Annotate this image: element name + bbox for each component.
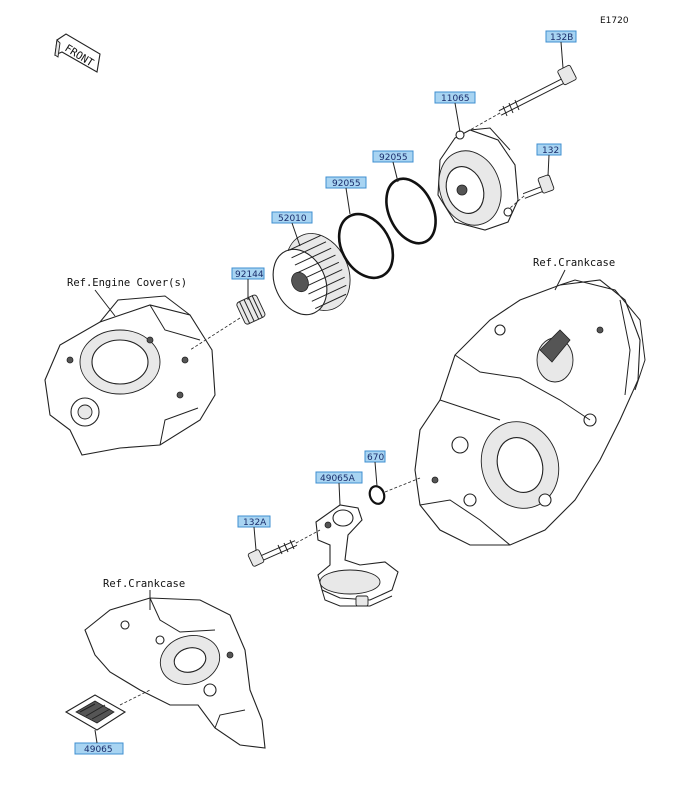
label-132b[interactable]: 132B bbox=[545, 30, 577, 43]
engine-cover-drawing bbox=[44, 295, 216, 456]
svg-text:49065A: 49065A bbox=[320, 474, 356, 484]
bolt-132b-drawing bbox=[498, 64, 577, 117]
label-92144[interactable]: 92144 bbox=[231, 267, 265, 280]
label-92055-outer[interactable]: 92055 bbox=[372, 150, 414, 163]
ref-crankcase-right: Ref.Crankcase bbox=[533, 257, 615, 269]
svg-text:52010: 52010 bbox=[278, 214, 307, 224]
oil-screen-drawing bbox=[64, 694, 127, 731]
svg-text:132B: 132B bbox=[550, 33, 573, 43]
label-670[interactable]: 670 bbox=[364, 450, 386, 463]
label-49065[interactable]: 49065 bbox=[74, 742, 124, 755]
spring-drawing bbox=[236, 294, 266, 325]
svg-text:92055: 92055 bbox=[379, 153, 408, 163]
oil-strainer-drawing bbox=[315, 504, 399, 607]
svg-text:92055: 92055 bbox=[332, 179, 361, 189]
crankcase-lower-drawing bbox=[84, 597, 266, 749]
oring-670-drawing bbox=[368, 485, 386, 505]
ref-engine-cover: Ref.Engine Cover(s) bbox=[67, 277, 187, 289]
bolt-132a-drawing bbox=[247, 539, 298, 567]
label-52010[interactable]: 52010 bbox=[271, 211, 313, 224]
bolt-132-drawing bbox=[522, 174, 555, 199]
label-132a[interactable]: 132A bbox=[237, 515, 271, 528]
svg-text:132A: 132A bbox=[243, 518, 267, 528]
svg-text:11065: 11065 bbox=[441, 94, 470, 104]
label-92055-inner[interactable]: 92055 bbox=[325, 176, 367, 189]
svg-text:670: 670 bbox=[367, 453, 384, 463]
svg-text:132: 132 bbox=[542, 146, 559, 156]
oring-inner-drawing bbox=[337, 212, 395, 280]
diagram-code: E1720 bbox=[600, 16, 629, 26]
svg-text:49065: 49065 bbox=[84, 745, 113, 755]
front-arrow-icon: FRONT bbox=[54, 33, 101, 73]
oring-outer-drawing bbox=[385, 177, 437, 245]
crankcase-right-drawing bbox=[414, 279, 646, 546]
label-11065[interactable]: 11065 bbox=[434, 91, 476, 104]
filter-cover-drawing bbox=[437, 127, 519, 231]
svg-text:92144: 92144 bbox=[235, 270, 264, 280]
label-132[interactable]: 132 bbox=[536, 143, 562, 156]
ref-crankcase-lower: Ref.Crankcase bbox=[103, 578, 185, 590]
label-49065a[interactable]: 49065A bbox=[315, 471, 363, 484]
oil-filter-drawing bbox=[272, 233, 351, 316]
